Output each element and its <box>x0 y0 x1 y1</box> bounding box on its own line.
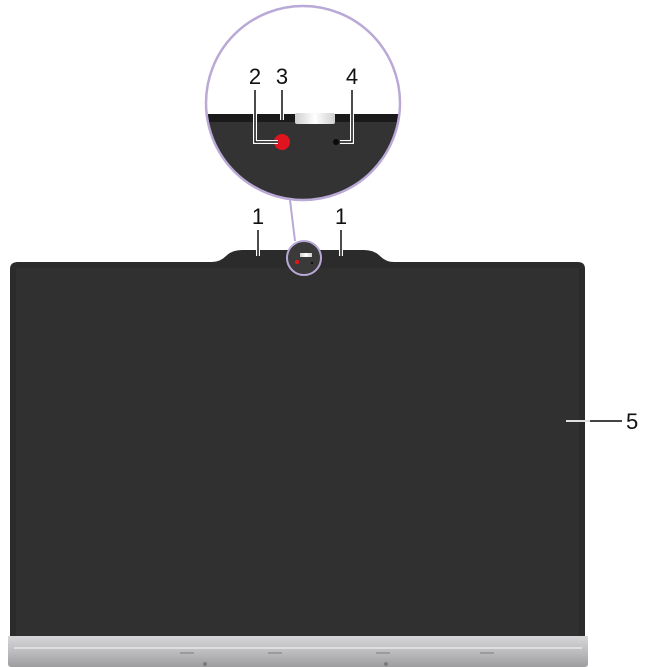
callout-2: 2 <box>249 64 261 89</box>
camera-light-small-icon <box>310 261 314 265</box>
callout-5: 5 <box>626 409 638 434</box>
camera-zoom-spot <box>286 240 322 276</box>
camera-lens-icon <box>274 134 290 150</box>
base-hinge-mark <box>376 652 390 654</box>
callout-3: 3 <box>276 64 288 89</box>
base-foot <box>203 662 207 666</box>
display-screen <box>16 268 579 636</box>
base-foot <box>384 662 388 666</box>
camera-light-icon <box>333 139 339 145</box>
privacy-shutter-small <box>300 253 312 257</box>
callout-1-right: 1 <box>335 204 347 229</box>
camera-magnifier <box>204 4 402 242</box>
base-hinge-mark <box>180 652 194 654</box>
base-hinge-mark <box>480 652 494 654</box>
callout-4: 4 <box>346 64 358 89</box>
privacy-shutter <box>295 113 335 124</box>
base-hinge-mark <box>268 652 282 654</box>
camera-lens-small-icon <box>294 259 300 265</box>
leader-lines-core <box>254 90 353 256</box>
laptop-base <box>8 636 588 667</box>
callout-1-left: 1 <box>252 204 264 229</box>
